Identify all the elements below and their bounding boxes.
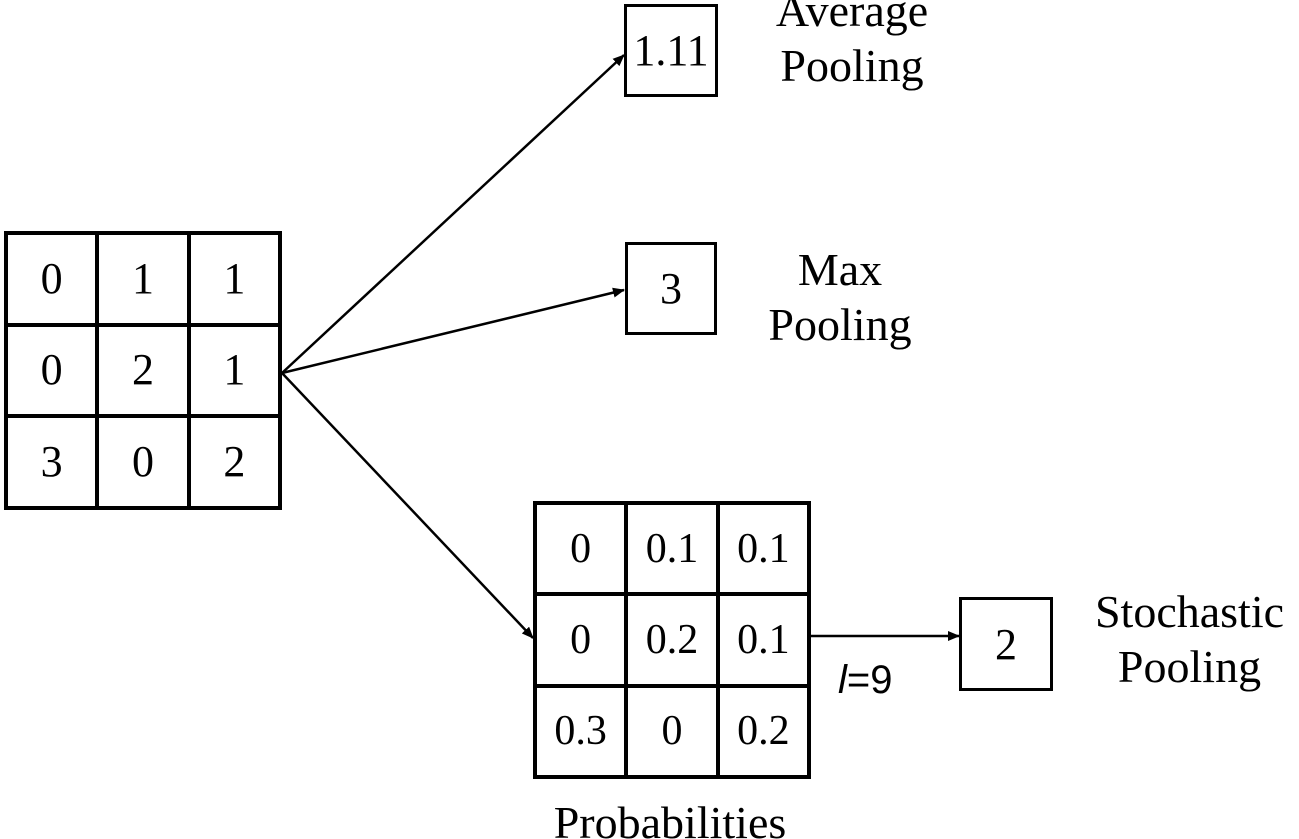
probability-cell: 0 — [626, 685, 718, 777]
probability-cell: 0.2 — [717, 685, 809, 777]
input-cell: 0 — [97, 416, 189, 508]
input-cell: 2 — [97, 324, 189, 417]
arrow-to-average — [281, 54, 625, 374]
iteration-value: =9 — [846, 658, 893, 702]
max-label-line1: Max — [797, 244, 883, 295]
stochastic-label-line2: Pooling — [1117, 641, 1262, 693]
probability-cell: 0 — [535, 594, 627, 686]
input-matrix: 0 1 1 0 2 1 3 0 2 — [4, 231, 282, 510]
average-label-line2: Pooling — [780, 40, 924, 92]
stochastic-pooling-label: Stochastic Pooling — [1080, 584, 1299, 694]
arrow-to-probabilities — [281, 372, 534, 639]
probability-cell: 0 — [535, 503, 627, 595]
probability-cell: 0.1 — [717, 594, 809, 686]
arrow-to-max — [281, 287, 625, 375]
average-label-line1: Average — [775, 0, 929, 36]
average-pooling-output: 1.11 — [624, 4, 718, 97]
stochastic-pooling-output: 2 — [959, 597, 1053, 691]
max-pooling-label: Max Pooling — [740, 242, 940, 352]
probability-cell: 0.1 — [717, 503, 809, 595]
probability-cell: 0.3 — [535, 685, 627, 777]
input-cell: 0 — [6, 233, 98, 325]
probability-cell: 0.1 — [626, 503, 718, 595]
input-cell: 2 — [188, 416, 280, 508]
iteration-label: l=9 — [838, 658, 893, 703]
input-cell: 1 — [97, 233, 189, 325]
probability-cell: 0.2 — [626, 594, 718, 686]
iteration-variable: l — [838, 658, 847, 702]
input-cell: 1 — [188, 324, 280, 417]
probability-matrix: 0 0.1 0.1 0 0.2 0.1 0.3 0 0.2 — [533, 501, 811, 779]
input-cell: 0 — [6, 324, 98, 417]
stochastic-label-line1: Stochastic — [1094, 586, 1285, 637]
max-pooling-output: 3 — [625, 242, 717, 335]
input-cell: 1 — [188, 233, 280, 325]
max-label-line2: Pooling — [768, 299, 912, 351]
probabilities-label: Probabilities — [553, 797, 787, 839]
average-pooling-label: Average Pooling — [752, 0, 952, 93]
input-cell: 3 — [6, 416, 98, 508]
